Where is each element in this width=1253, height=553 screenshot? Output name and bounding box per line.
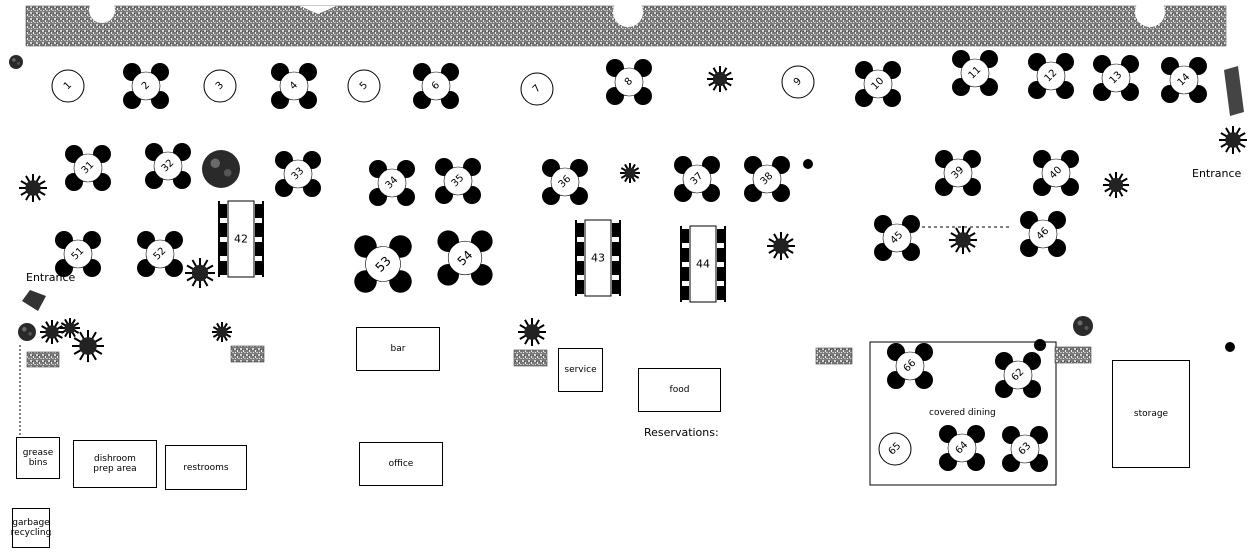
bar-room: bar [356, 327, 440, 371]
entrance-door-icon [22, 290, 46, 311]
office-room: office [359, 442, 443, 486]
table-54: 54 [437, 230, 493, 286]
shrub-icon [202, 150, 240, 188]
table-33: 33 [275, 151, 321, 197]
planter-box-icon [815, 347, 853, 365]
table-8: 8 [606, 59, 652, 105]
garbage-recycling-label: garbage recycling [10, 518, 52, 538]
table-66: 66 [887, 343, 933, 389]
table-6: 6 [413, 63, 459, 109]
table-7: 7 [520, 72, 554, 106]
table-34: 34 [369, 160, 415, 206]
post-icon [1225, 342, 1235, 352]
shrub-icon [1073, 316, 1093, 336]
plant-icon [212, 322, 232, 342]
garbage-recycling-room: garbage recycling [10, 508, 52, 548]
plant-icon [1219, 126, 1247, 154]
table-5: 5 [347, 69, 381, 103]
table-43: 43 [575, 219, 621, 297]
table-10: 10 [855, 61, 901, 107]
entrance-door-icon [1224, 66, 1244, 116]
table-1: 1 [51, 69, 85, 103]
restrooms-label: restrooms [183, 462, 229, 473]
table-52: 52 [137, 231, 183, 277]
table-35: 35 [435, 158, 481, 204]
service-room: service [558, 348, 603, 392]
plant-icon [60, 318, 80, 338]
table-63: 63 [1002, 426, 1048, 472]
covered-dining-area [869, 341, 1057, 486]
covered-dining-label: covered dining [929, 408, 996, 418]
svg-text:42: 42 [234, 233, 248, 246]
service-label: service [564, 365, 597, 375]
post-icon [803, 159, 813, 169]
table-39: 39 [935, 150, 981, 196]
dishroom-label: dishroom prep area [93, 454, 137, 474]
svg-text:43: 43 [591, 252, 605, 265]
table-4: 4 [271, 63, 317, 109]
table-11: 11 [952, 50, 998, 96]
plant-icon [620, 163, 640, 183]
bar-label: bar [390, 344, 406, 354]
storage-room: storage [1112, 360, 1190, 468]
dishroom-room: dishroom prep area [73, 440, 157, 488]
table-32: 32 [145, 143, 191, 189]
table-9: 9 [781, 65, 815, 99]
table-31: 31 [65, 145, 111, 191]
plant-icon [40, 320, 64, 344]
food-label: food [669, 385, 690, 395]
table-40: 40 [1033, 150, 1079, 196]
table-38: 38 [744, 156, 790, 202]
plant-icon [185, 258, 215, 288]
table-37: 37 [674, 156, 720, 202]
shrub-icon [18, 323, 36, 341]
plant-icon [707, 66, 733, 92]
planter-box-icon [1054, 346, 1092, 364]
plant-icon [19, 174, 47, 202]
svg-text:44: 44 [696, 258, 710, 271]
food-room: food [638, 368, 721, 412]
table-51: 51 [55, 231, 101, 277]
table-65: 65 [878, 432, 912, 466]
planter-box-icon [26, 351, 60, 368]
table-2: 2 [123, 63, 169, 109]
plant-icon [1103, 172, 1129, 198]
shrub-icon [9, 55, 23, 69]
table-45: 45 [874, 215, 920, 261]
table-62: 62 [995, 352, 1041, 398]
top-wall [25, 0, 1227, 47]
storage-label: storage [1133, 409, 1169, 419]
table-44: 44 [680, 225, 726, 303]
restrooms-room: restrooms [165, 445, 247, 490]
plant-icon [518, 318, 546, 346]
office-label: office [388, 459, 414, 469]
table-46: 46 [1020, 211, 1066, 257]
table-36: 36 [542, 159, 588, 205]
entrance-left-label: Entrance [26, 271, 76, 284]
table-64: 64 [939, 425, 985, 471]
table-12: 12 [1028, 53, 1074, 99]
table-14: 14 [1161, 57, 1207, 103]
plant-icon [949, 226, 977, 254]
table-3: 3 [203, 69, 237, 103]
table-53: 53 [354, 235, 412, 293]
plant-icon [767, 232, 795, 260]
plant-icon [72, 330, 104, 362]
grease-bins-label: grease bins [22, 448, 54, 468]
table-13: 13 [1093, 55, 1139, 101]
planter-box-icon [513, 349, 548, 367]
planter-box-icon [230, 345, 265, 363]
post-icon [1034, 339, 1046, 351]
grease-bins-room: grease bins [16, 437, 60, 479]
reservations-label: Reservations: [644, 426, 719, 439]
table-42: 42 [218, 200, 264, 278]
entrance-right-label: Entrance [1192, 167, 1242, 180]
